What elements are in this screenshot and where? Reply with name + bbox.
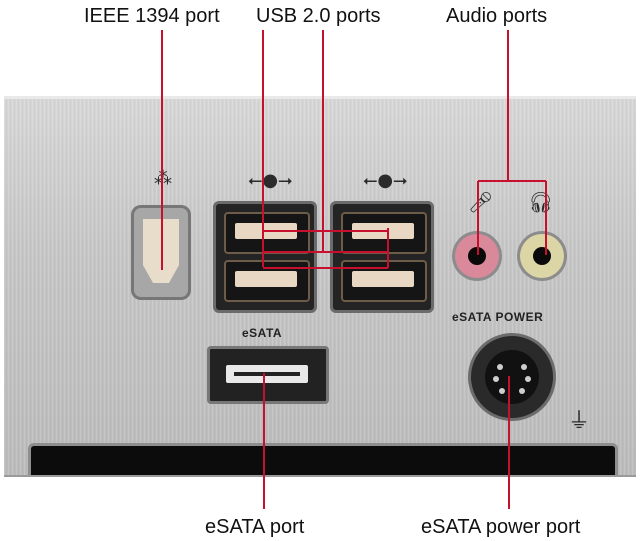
label-usb-ports: USB 2.0 ports <box>256 5 381 27</box>
power-icon: ⏚ <box>568 409 591 434</box>
connector-pin <box>497 364 503 370</box>
connector-pin <box>525 376 531 382</box>
usb-port <box>224 260 310 302</box>
panel-label-esata-power: eSATA POWER <box>452 310 544 324</box>
drive-bay-opening <box>28 443 618 475</box>
connector-pin <box>519 388 525 394</box>
label-audio-ports: Audio ports <box>446 5 548 27</box>
connector-pin <box>493 376 499 382</box>
connector-pin <box>499 388 505 394</box>
usb-icon: ⭠●⭢ <box>363 170 408 191</box>
usb-port-tongue <box>235 271 297 287</box>
label-ieee1394-port: IEEE 1394 port <box>84 5 220 27</box>
usb-icon: ⭠●⭢ <box>248 170 293 191</box>
esata-power-port-face <box>485 350 539 404</box>
esata-power-port <box>468 333 556 421</box>
connector-pin <box>521 364 527 370</box>
usb-port-tongue <box>352 271 414 287</box>
esata-port-slot <box>226 365 308 383</box>
microphone-jack-hole <box>468 247 486 265</box>
label-esata-power-port: eSATA power port <box>421 516 581 538</box>
panel-label-esata: eSATA <box>242 326 283 340</box>
headphone-icon: 🎧︎ <box>528 190 554 214</box>
esata-port <box>207 346 329 404</box>
usb-port <box>341 212 427 254</box>
microphone-icon: 🎤︎ <box>468 190 494 214</box>
label-esata-port: eSATA port <box>205 516 305 538</box>
usb-port-group-right <box>330 201 434 313</box>
